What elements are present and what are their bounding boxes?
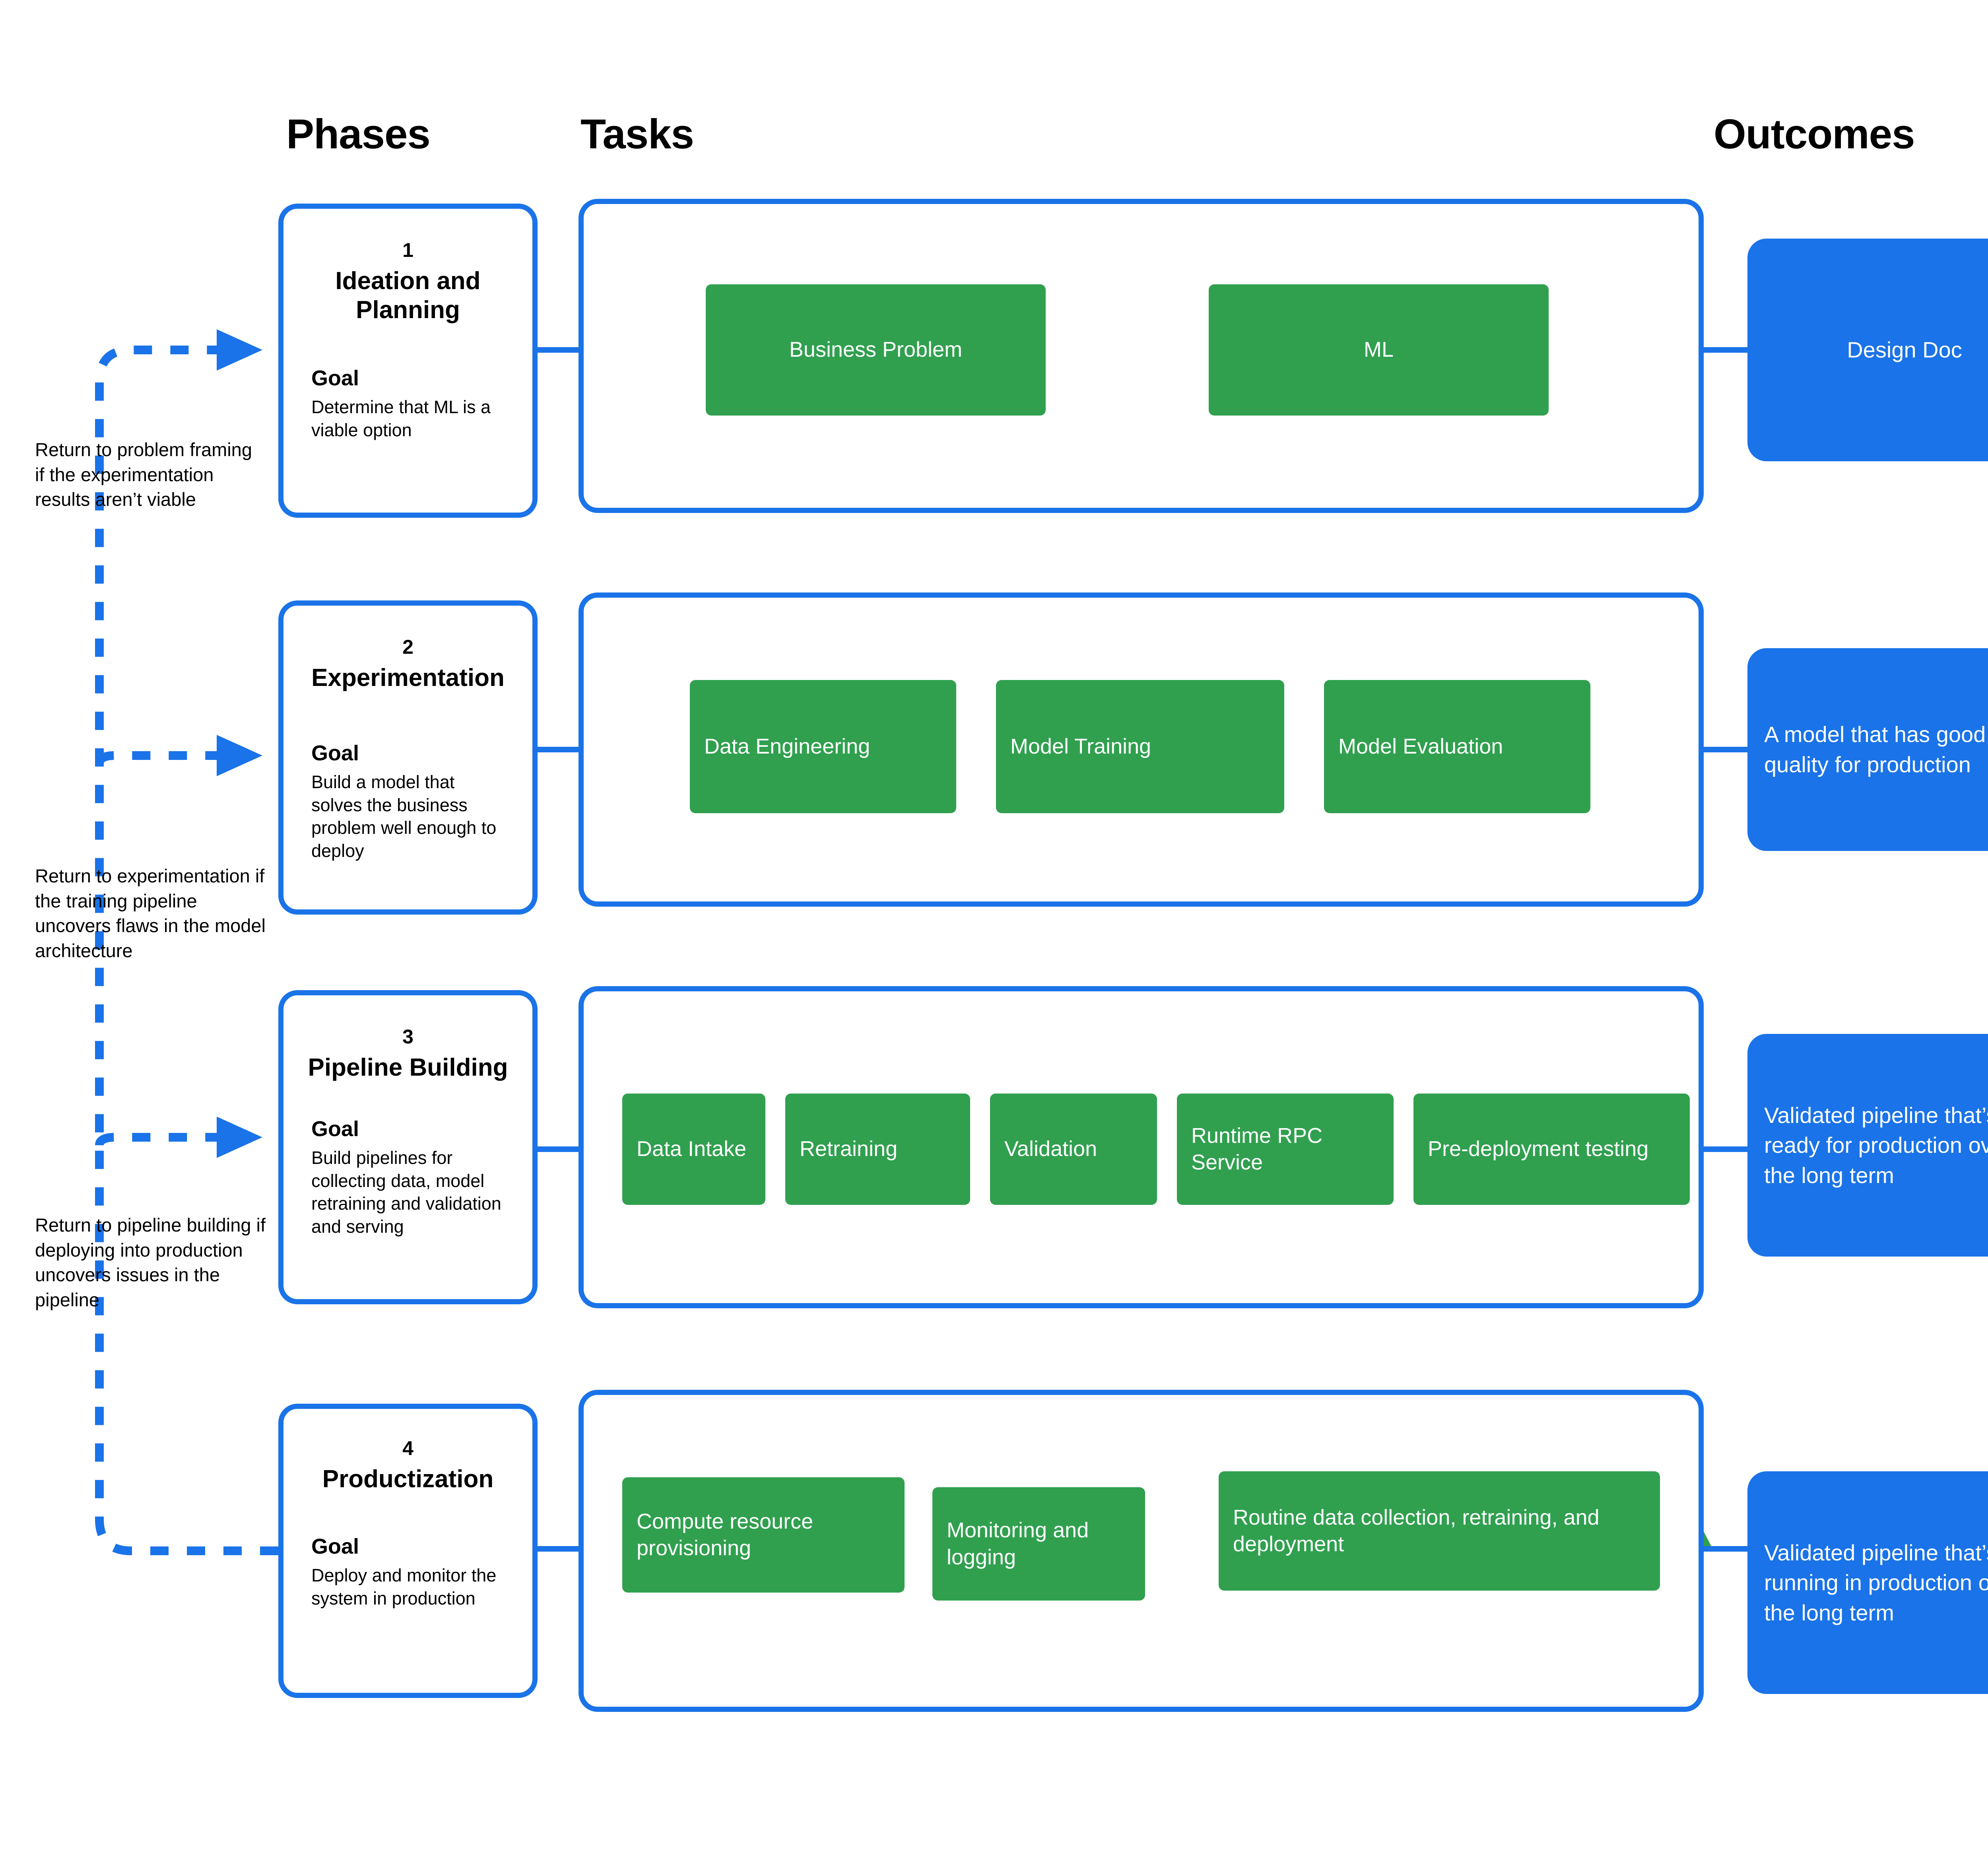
phase-title-1: Ideation and Planning [335,267,481,324]
task-box-business-problem[interactable]: Business Problem [706,284,1046,416]
phase-goal-text-3: Build pipelines for collecting data, mod… [311,1148,501,1237]
phase-title-2: Experimentation [311,664,505,692]
phase-goal-text-1: Determine that ML is a viable option [311,397,491,440]
phase-goal-label-4: Goal [311,1535,359,1558]
task-box-pre-deployment-testing[interactable]: Pre-deployment testing [1413,1094,1690,1205]
return-path-to-phase3 [95,1133,217,1146]
task-box-retraining[interactable]: Retraining [785,1094,970,1205]
outcome-box-4[interactable]: Validated pipeline that’s running in pro… [1747,1471,1988,1694]
task-box-data-engineering[interactable]: Data Engineering [690,680,956,813]
phase-goal-label-1: Goal [311,366,359,390]
phase-number-3: 3 [402,1026,414,1048]
phase-number-2: 2 [402,636,414,658]
phase-goal-label-3: Goal [311,1117,359,1141]
outcome-box-1[interactable]: Design Doc [1747,239,1988,461]
phase-number-1: 1 [402,239,414,261]
phase-goal-text-4: Deploy and monitor the system in product… [311,1565,497,1608]
task-box-monitoring-and-logging[interactable]: Monitoring and logging [932,1487,1145,1601]
task-box-compute-resource-provisioning[interactable]: Compute resource provisioning [622,1477,905,1593]
phase-goal-label-2: Goal [311,741,359,765]
return-note-left-1: Return to problem framing if the experim… [35,439,252,510]
task-box-model-evaluation[interactable]: Model Evaluation [1324,680,1590,813]
return-note-left-3: Return to pipeline building if deploying… [35,1214,266,1310]
phase-goal-text-2: Build a model that solves the business p… [311,772,497,861]
phase-card-2[interactable]: 2 Experimentation Goal Build a model tha… [278,600,538,915]
task-box-model-training[interactable]: Model Training [996,680,1284,813]
return-arrowhead-phase2 [217,735,262,776]
task-box-validation[interactable]: Validation [990,1094,1157,1205]
task-box-data-intake[interactable]: Data Intake [622,1094,765,1205]
column-header-tasks: Tasks [580,111,694,157]
outcome-box-2[interactable]: A model that has good quality for produc… [1747,648,1988,851]
task-box-runtime-rpc-service[interactable]: Runtime RPC Service [1177,1094,1394,1205]
phase-title-3: Pipeline Building [308,1054,508,1081]
task-box-ml[interactable]: ML [1209,284,1549,416]
phase-card-3[interactable]: 3 Pipeline Building Goal Build pipelines… [278,990,538,1304]
column-header-outcomes: Outcomes [1714,111,1915,157]
outcome-box-3[interactable]: Validated pipeline that’s ready for prod… [1747,1034,1988,1257]
task-box-routine-data-collection[interactable]: Routine data collection, retraining, and… [1219,1471,1660,1591]
phase-card-4[interactable]: 4 Productization Goal Deploy and monitor… [278,1404,538,1698]
phase-number-4: 4 [402,1437,414,1459]
column-header-phases: Phases [286,111,431,157]
phase-card-1[interactable]: 1 Ideation and Planning Goal Determine t… [278,204,538,518]
return-path-to-phase2 [95,751,217,764]
return-arrowhead-phase3 [217,1117,262,1158]
phase-title-4: Productization [322,1465,494,1493]
return-note-left-2: Return to experimentation if the trainin… [35,865,266,961]
return-arrowhead-phase1 [217,329,262,371]
